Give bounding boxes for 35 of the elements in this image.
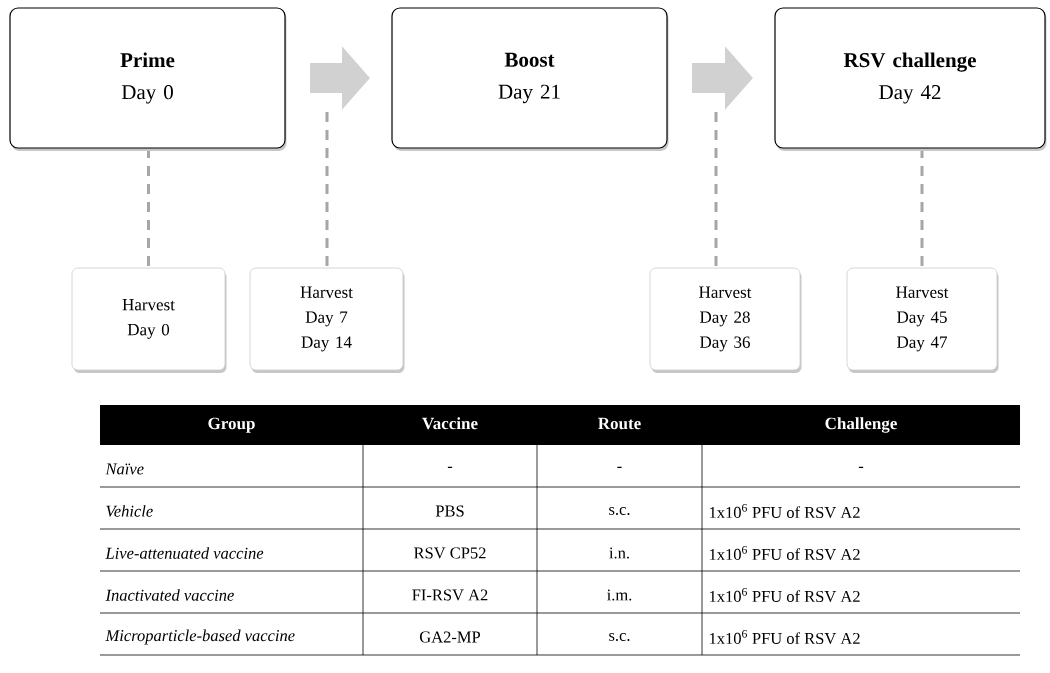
table-cell: GA2-MP (419, 631, 481, 643)
table-cell: Inactivated vaccine (105, 589, 234, 601)
dashed-line (714, 112, 718, 268)
harvest-box: Harvest Day 7 Day 14 (249, 267, 405, 373)
table-cell: FI-RSV A2 (412, 589, 488, 601)
table-cell: 1x10$^{6}$ PFU of RSV A2 (710, 545, 860, 561)
dashed-line (147, 148, 150, 268)
stage-box: Prime Day 0 (9, 7, 287, 151)
table-cell: Vehicle (106, 505, 153, 517)
table-cell: i.m. (607, 589, 632, 601)
table-cell: - (617, 466, 622, 468)
dashed-line (920, 148, 924, 268)
table-cell: s.c. (609, 633, 630, 641)
table-cell: i.n. (609, 547, 629, 559)
column-header: Challenge (825, 417, 897, 433)
table-cell: 1x10$^{6}$ PFU of RSV A2 (710, 503, 860, 519)
column-header: Vaccine (422, 417, 478, 430)
table-cell: s.c. (609, 507, 630, 515)
stage-box: Boost Day 21 (391, 7, 669, 151)
dashed-line (325, 112, 329, 268)
table-cell: RSV CP52 (414, 547, 486, 559)
harvest-box: Harvest Day 0 (71, 267, 227, 373)
table-cell: 1x10$^{6}$ PFU of RSV A2 (710, 629, 860, 645)
table-cell: Microparticle-based vaccine (105, 629, 295, 645)
table-cell: - (447, 466, 453, 468)
harvest-box: Harvest Day 45 Day 47 (846, 267, 999, 373)
harvest-box: Harvest Day 28 Day 36 (649, 267, 802, 373)
table-cell: - (858, 466, 864, 468)
table-cell: PBS (435, 505, 464, 517)
table-cell: Live-attenuated vaccine (105, 547, 264, 559)
table-cell: Naïve (105, 463, 144, 475)
column-header: Route (598, 417, 641, 430)
table-cell: 1x10$^{6}$ PFU of RSV A2 (710, 587, 860, 603)
column-header: Group (208, 417, 255, 433)
stage-box: RSV challenge Day 42 (774, 7, 1047, 151)
